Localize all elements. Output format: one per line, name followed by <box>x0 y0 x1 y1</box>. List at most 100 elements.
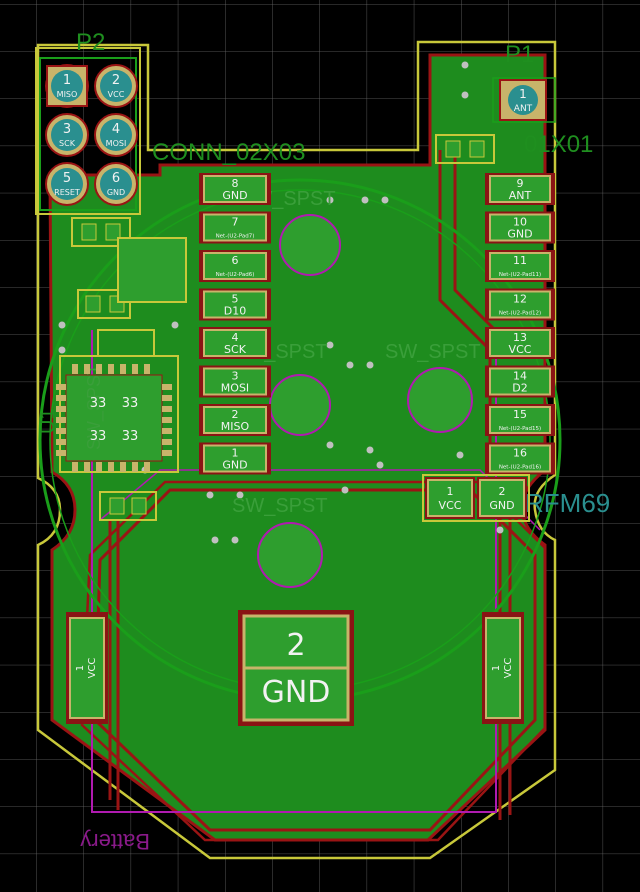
header-pad-number: 15 <box>513 408 527 421</box>
conn-01x01-label: 01X01 <box>524 131 593 158</box>
header-pad-number: 11 <box>513 254 527 267</box>
p2-outline <box>35 47 141 215</box>
header-pad-name: GND <box>507 228 532 241</box>
header-pad-name: D2 <box>512 382 527 395</box>
ic-label-3: 33 <box>122 429 139 444</box>
header-pad-number: 12 <box>513 293 527 306</box>
battery-pad-number: 1 <box>75 665 86 671</box>
ic-pad-label: 33 <box>90 396 107 411</box>
header-pad-number: 2 <box>232 408 239 421</box>
switch-circle-middle[interactable] <box>269 374 331 436</box>
header-pad-name: Net-(U2-Pad6) <box>216 272 255 278</box>
conn-02x03-label: CONN_02X03 <box>152 139 305 166</box>
connector-pad-name: MISO <box>57 90 78 99</box>
smd-components <box>59 134 495 521</box>
header-pad-name: Net-(U2-Pad12) <box>499 311 541 317</box>
ic-pad-label: 33 <box>122 429 139 444</box>
copper-boundary-inner <box>93 488 537 832</box>
header-pad-number: 4 <box>232 331 239 344</box>
battery-pad-number: 1 <box>491 665 502 671</box>
connector-pad-number: 2 <box>112 73 120 88</box>
u1-ic-body <box>65 374 163 462</box>
bottom-pad-name: VCC <box>439 499 462 512</box>
p1-outline <box>492 77 556 123</box>
connector-pad-number: 6 <box>112 171 120 186</box>
header-pad-name: SCK <box>224 343 247 356</box>
header-pad-number: 14 <box>513 370 527 383</box>
bottom-pad-number: 2 <box>499 485 506 498</box>
switch-label-side: SW_SPST <box>84 364 105 450</box>
header-pad-name: ANT <box>509 189 532 202</box>
battery-pad-name: VCC <box>87 658 98 679</box>
header-pad-number: 6 <box>232 254 239 267</box>
battery-pad-name: GND <box>262 675 331 710</box>
pads-layer: 1MISO2VCC3SCK4MOSI5RESET6GND1ANT8GND7Net… <box>45 64 555 726</box>
header-pad-name: VCC <box>509 343 532 356</box>
bottom-pad-number: 1 <box>447 485 454 498</box>
connector-pad-name: SCK <box>59 139 76 148</box>
battery-pad-number: 2 <box>286 628 305 663</box>
p2-label: P2 <box>76 29 105 56</box>
header-pad-number: 8 <box>232 177 239 190</box>
connector-pad-name: GND <box>107 188 125 197</box>
header-pad-number: 9 <box>517 177 524 190</box>
header-pad-number: 5 <box>232 293 239 306</box>
header-pad-name: GND <box>222 459 247 472</box>
connector-pad-name: RESET <box>54 188 80 197</box>
antenna-pad-name: ANT <box>514 104 533 114</box>
connector-pad-name: MOSI <box>106 139 127 148</box>
switch-label-right: SW_SPST <box>385 341 481 363</box>
header-pad-number: 16 <box>513 447 527 460</box>
header-pad-name: D10 <box>224 305 246 318</box>
header-pad-name: MISO <box>221 420 250 433</box>
header-pad-number: 1 <box>232 447 239 460</box>
ic-perimeter-pins <box>56 364 172 472</box>
antenna-pad-number: 1 <box>519 87 527 101</box>
ic-label-0: 33 <box>90 396 107 411</box>
switch-circle-top[interactable] <box>279 214 341 276</box>
header-pad-name: Net-(U2-Pad11) <box>499 272 541 278</box>
connector-pad-number: 4 <box>112 122 120 137</box>
battery-pad-name: VCC <box>503 658 514 679</box>
switch-circle-bottom[interactable] <box>257 522 323 588</box>
p1-label: P1 <box>505 41 534 68</box>
ic-pad-label: 33 <box>122 396 139 411</box>
switch-circle-right[interactable] <box>407 367 473 433</box>
header-pad-name: GND <box>222 189 247 202</box>
trace-left-vertical <box>108 520 120 810</box>
ic-label-1: 33 <box>122 396 139 411</box>
ic-label-2: 33 <box>90 429 107 444</box>
header-pad-name: Net-(U2-Pad15) <box>499 426 541 432</box>
connector-pad-number: 5 <box>63 171 71 186</box>
copper-boundary-inner-2 <box>80 480 547 842</box>
